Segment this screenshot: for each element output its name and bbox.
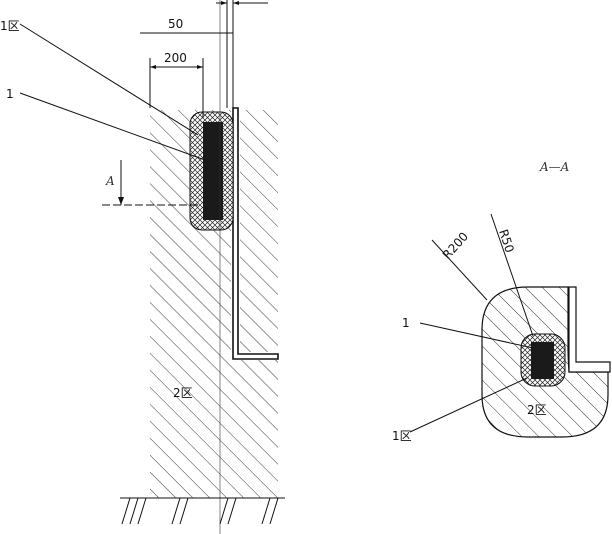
label-zone1-right: 1区 [392,429,412,443]
label-section-title: A—A [539,160,570,174]
label-dim-200: 200 [164,51,187,65]
leader-item1 [19,92,206,161]
label-zone2-left: 2区 [173,386,193,400]
label-item-1-right: 1 [402,316,410,330]
label-dim-50: 50 [168,17,183,31]
section-view: A—A R50 R200 1 1区 2区 [392,160,611,443]
elevation-view: 1区 50 200 1 A 2区 [0,0,285,534]
label-zone2-right: 2区 [527,403,547,417]
label-radius-200: R200 [440,229,471,262]
section-steel-plate [568,286,611,373]
label-item-1-left: 1 [6,87,14,101]
plate-channel [231,108,278,360]
label-radius-50: R50 [496,228,517,255]
leader-zone1 [19,23,199,136]
element-1 [203,122,223,220]
label-section-mark: A [105,174,115,188]
ground-hatching [121,497,279,525]
steel-plate [232,107,279,360]
label-zone1-top: 1区 [0,19,20,33]
section-element-1 [531,342,554,379]
